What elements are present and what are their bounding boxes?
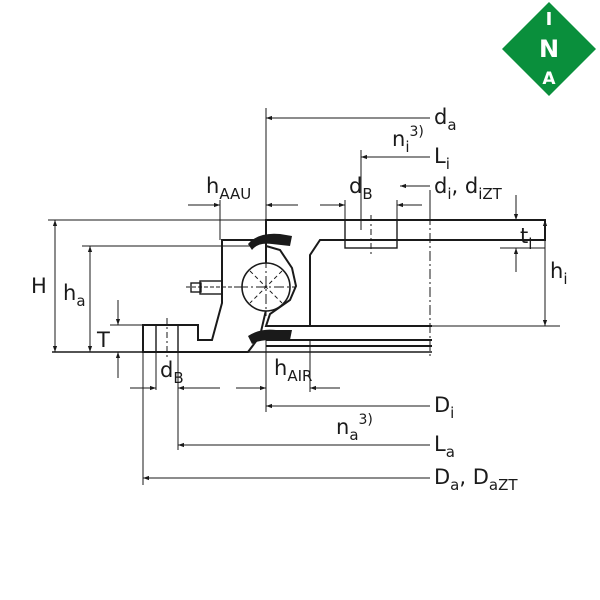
label-di-bottom: Di (434, 393, 454, 422)
label-t: T (96, 328, 110, 352)
label-h: H (31, 274, 47, 298)
label-ha: ha (63, 281, 86, 310)
seal-bottom (248, 329, 292, 344)
label-ti: ti (520, 224, 532, 253)
label-hair: hAIR (274, 356, 312, 385)
dimension-lines (48, 108, 560, 485)
label-da: da (434, 105, 457, 134)
logo-diamond (502, 2, 596, 96)
seal-top (248, 233, 292, 250)
logo-letter-a: A (542, 69, 556, 89)
label-db-bottom: dB (160, 358, 184, 387)
label-di: di, diZT (434, 174, 503, 203)
label-hi: hi (550, 259, 567, 288)
logo-letter-n: N (539, 35, 559, 63)
label-na: na3) (336, 412, 373, 444)
label-db-top: dB (349, 174, 373, 203)
dimension-labels: da ni3) Li hAAU dB di, diZT ti hi H ha T… (31, 105, 567, 494)
label-ni: ni3) (392, 124, 424, 156)
cross-section (52, 215, 546, 358)
logo-letter-i: I (546, 9, 553, 30)
outer-ring (264, 219, 546, 327)
label-li: Li (434, 144, 450, 173)
ina-logo: I N A (502, 2, 596, 96)
label-la: La (434, 432, 455, 461)
label-da-bottom: Da, DaZT (434, 465, 518, 494)
label-haau: hAAU (206, 174, 251, 203)
grease-nipple (186, 280, 240, 295)
